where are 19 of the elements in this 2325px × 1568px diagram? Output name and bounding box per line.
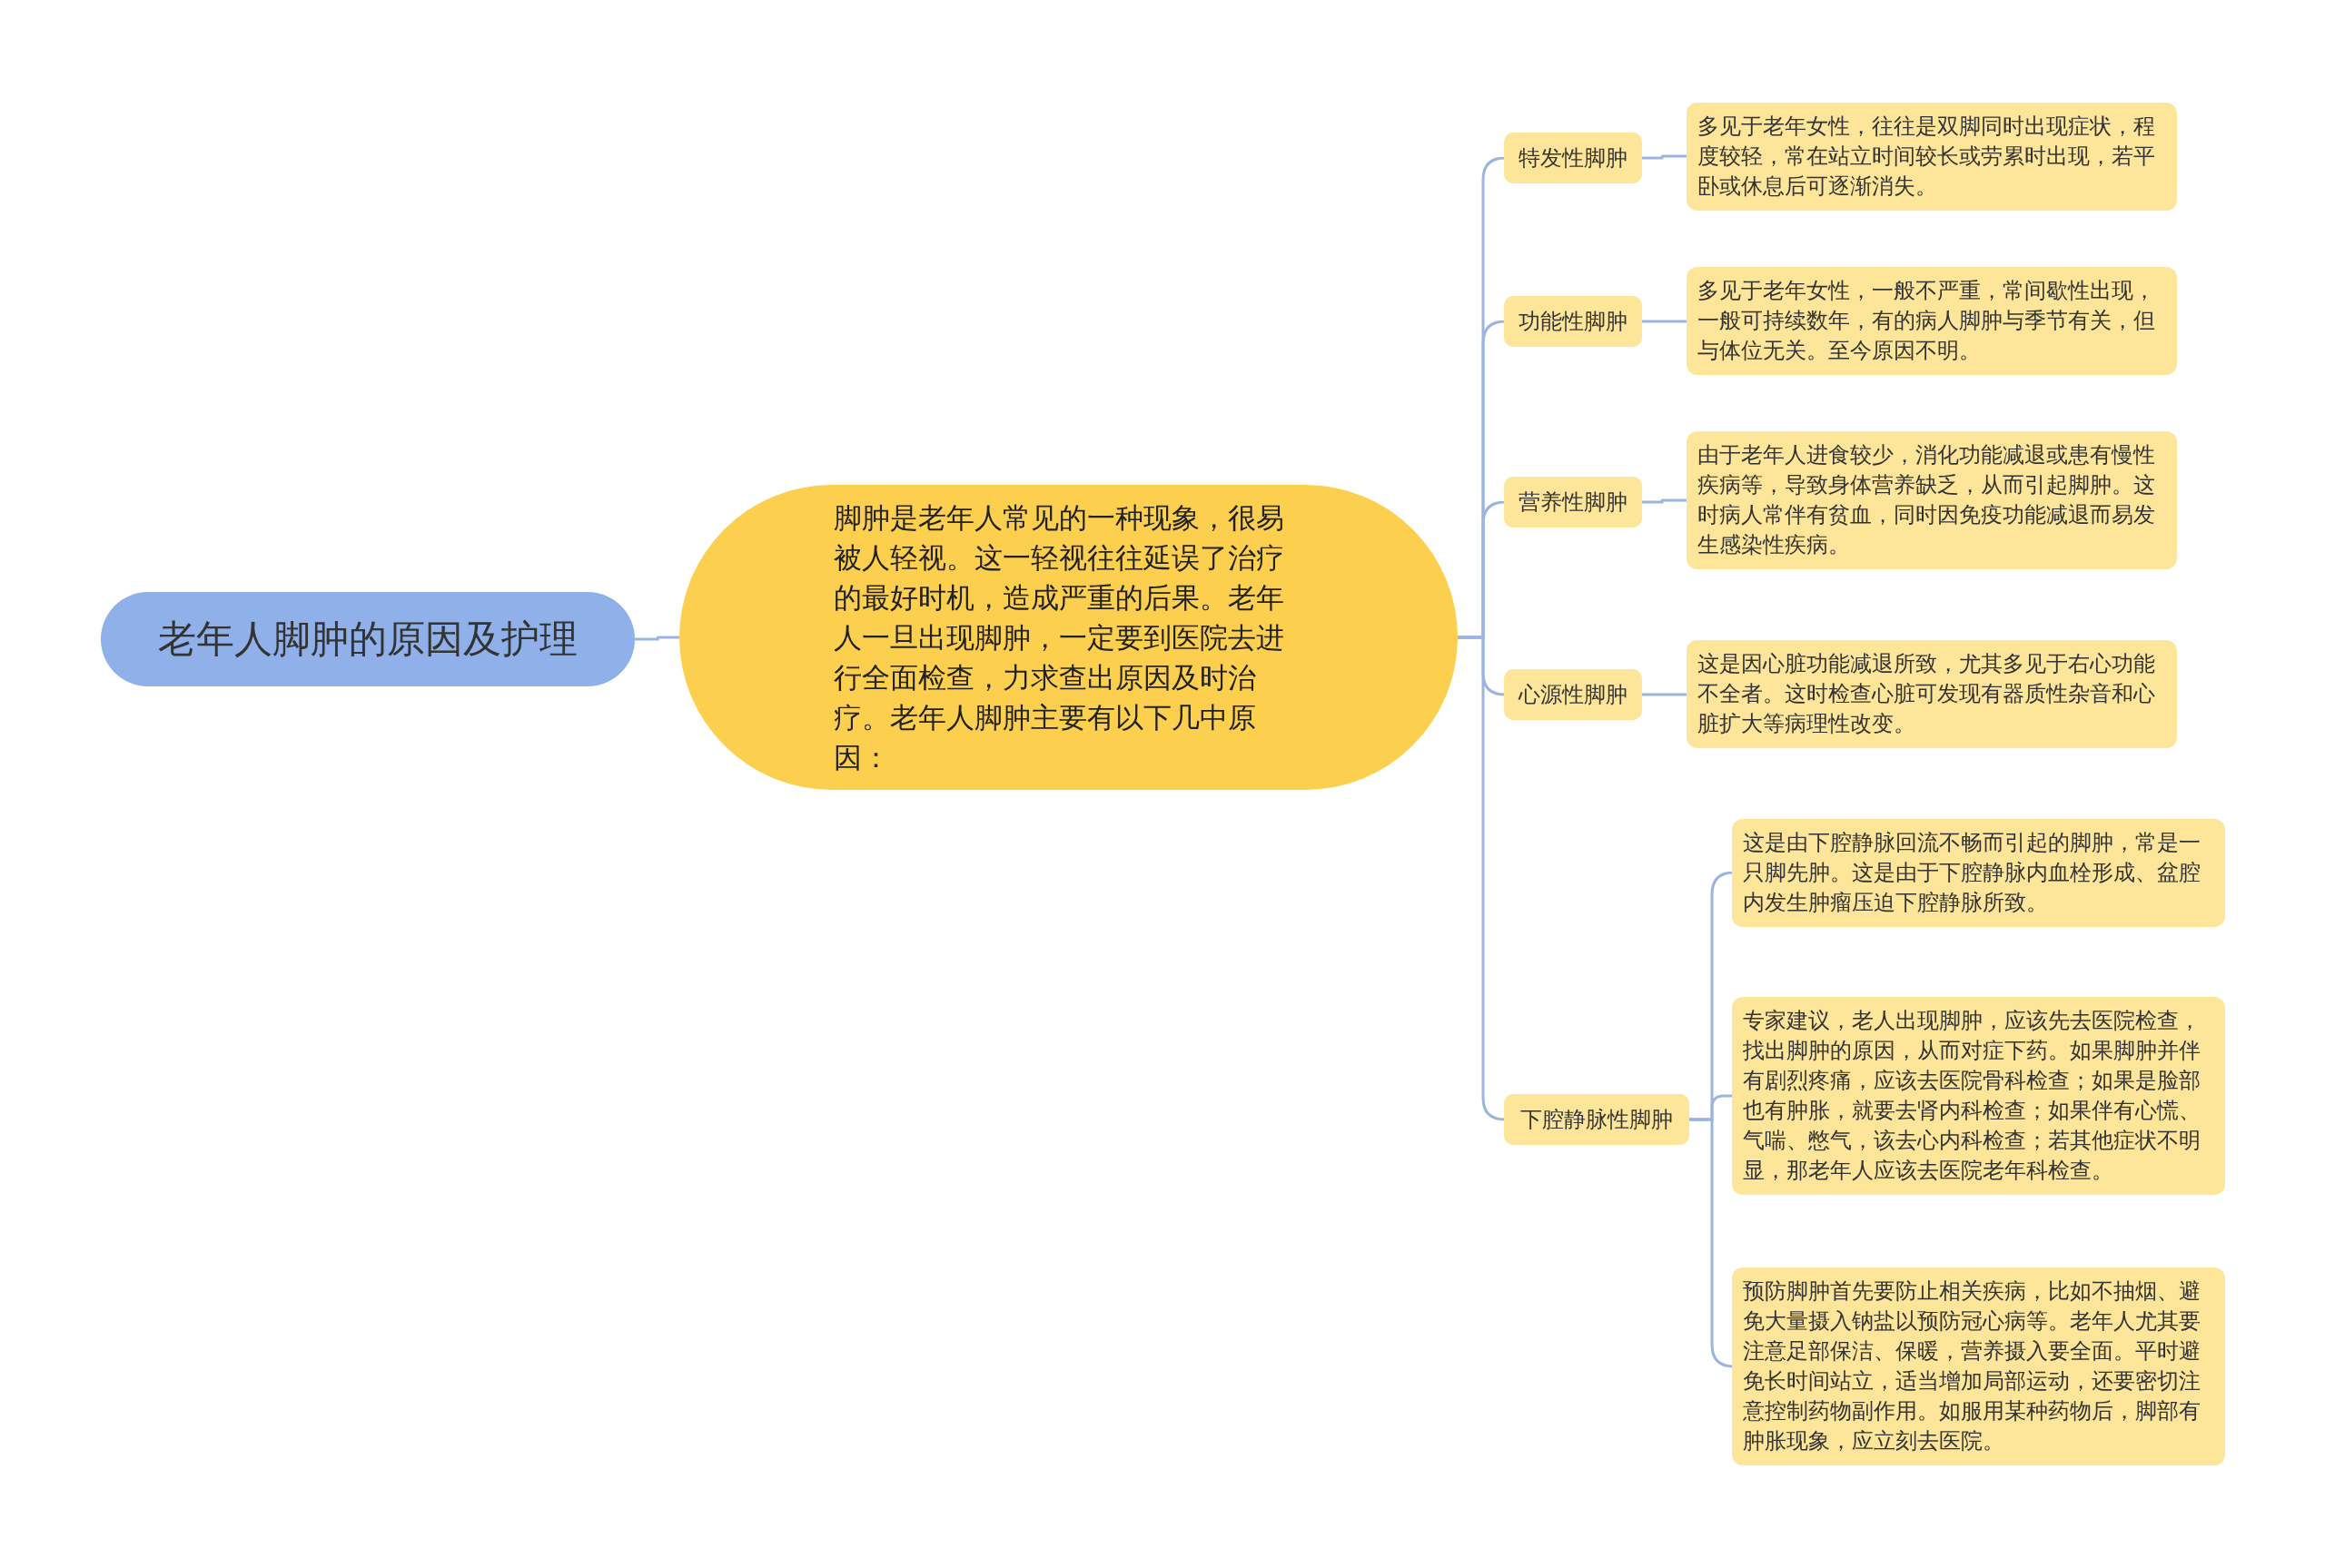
detail-note: 多见于老年女性，一般不严重，常间歇性出现，一般可持续数年，有的病人脚肿与季节有关，但与体位无关。至今原因不明。 (1687, 266, 2177, 375)
connector-line (1642, 498, 1687, 504)
detail-note: 由于老年人进食较少，消化功能减退或患有慢性疾病等，导致身体营养缺乏，从而引起脚肿。这时病人常伴有贫血，同时因免疫功能减退而易发生感染性疾病。 (1687, 431, 2177, 569)
connector-line (1642, 320, 1687, 323)
detail-note: 多见于老年女性，往往是双脚同时出现症状，程度较轻，常在站立时间较长或劳累时出现，若平卧或休息后可逐渐消失。 (1687, 102, 2177, 211)
detail-note: 预防脚肿首先要防止相关疾病，比如不抽烟、避免大量摄入钠盐以预防冠心病等。老年人尤其要注意足部保洁、保暖，营养摄入要全面。平时避免长时间站立，适当增加局部运动，还要密切注意控制药物副作用。如服用某种药物后，脚部有肿胀现象，应立刻去医院。 (1732, 1267, 2225, 1465)
connector-line (635, 636, 679, 641)
branch-topic: 营养性脚肿 (1504, 477, 1642, 528)
detail-note: 专家建议，老人出现脚肿，应该先去医院检查，找出脚肿的原因，从而对症下药。如果脚肿并伴有剧烈疼痛，应该去医院骨科检查；如果是脸部也有肿胀，就要去肾内科检查；如果伴有心慌、气喘、憋气，该去心内科检查；若其他症状不明显，那老年人应该去医院老年科检查。 (1732, 997, 2225, 1195)
root-topic: 老年人脚肿的原因及护理 (101, 592, 635, 686)
branch-topic: 心源性脚肿 (1504, 669, 1642, 720)
central-topic: 脚肿是老年人常见的一种现象，很易被人轻视。这一轻视往往延误了治疗的最好时机，造成严重的后果。老年人一旦出现脚肿，一定要到医院去进行全面检查，力求查出原因及时治疗。老年人脚肿主要有以下几中原因： (679, 485, 1458, 790)
connector-line (1642, 154, 1687, 160)
detail-note: 这是由下腔静脉回流不畅而引起的脚肿，常是一只脚先肿。这是由于下腔静脉内血栓形成、盆腔内发生肿瘤压迫下腔静脉所致。 (1732, 818, 2225, 927)
branch-topic: 下腔静脉性脚肿 (1504, 1094, 1689, 1145)
branch-topic: 功能性脚肿 (1504, 296, 1642, 347)
detail-note: 这是因心脏功能减退所致，尤其多见于右心功能不全者。这时检查心脏可发现有器质性杂音和心脏扩大等病理性改变。 (1687, 639, 2177, 748)
connector-line (1642, 693, 1687, 696)
branch-topic: 特发性脚肿 (1504, 133, 1642, 183)
